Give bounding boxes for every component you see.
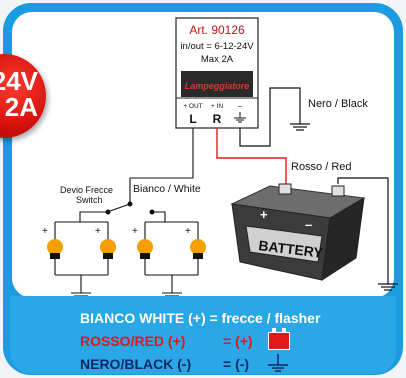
white-wire	[129, 128, 194, 202]
badge-current: 2A	[4, 92, 38, 122]
legend-white-line: BIANCO WHITE (+) = frecce / flasher	[80, 310, 321, 326]
terminal-label-ground: –	[238, 103, 242, 110]
bianco-white-label: Bianco / White	[133, 183, 201, 195]
terminal-l: L	[189, 112, 196, 126]
inout-voltage: in/out = 6-12-24V	[180, 41, 254, 52]
battery-label: BATTERY	[258, 237, 325, 261]
module-display	[181, 71, 253, 97]
bulb-icon	[137, 239, 153, 259]
max-current: Max 2A	[201, 54, 234, 65]
bulb-icon	[100, 239, 116, 259]
legend-black-left: NERO/BLACK (-)	[80, 356, 192, 372]
battery-illustration	[230, 183, 366, 282]
black-wire	[239, 87, 310, 147]
battery-minus-label: –	[305, 217, 312, 232]
battery-positive-icon	[268, 328, 290, 350]
terminal-label-out: + OUT	[183, 103, 202, 110]
legend-red-right: = (+)	[223, 333, 253, 349]
legend-panel: BIANCO WHITE (+) = frecce / flasher ROSS…	[10, 296, 396, 374]
legend-black-right: = (-)	[223, 356, 250, 372]
legend-red-left: ROSSO/RED (+)	[80, 333, 186, 349]
rosso-red-label: Rosso / Red	[291, 161, 352, 173]
terminal-label-in: + IN	[211, 103, 223, 110]
switch-label: Switch	[76, 195, 103, 205]
bulb-plus-1: +	[42, 226, 48, 237]
battery-ground-wire	[337, 177, 398, 291]
battery-plus-label: +	[260, 207, 268, 222]
display-text: Lampeggiatore	[185, 81, 250, 91]
red-wire	[216, 128, 287, 184]
bulb-icon	[47, 239, 63, 259]
nero-black-label: Nero / Black	[308, 98, 368, 110]
bulb-plus-2: +	[95, 226, 101, 237]
ground-icon	[268, 354, 288, 372]
bulb-plus-4: +	[185, 226, 191, 237]
turn-signal-switch	[79, 201, 166, 222]
battery-negative-terminal	[331, 185, 345, 197]
terminal-r: R	[213, 112, 222, 126]
article-number: Art. 90126	[189, 23, 245, 37]
flasher-module: Art. 90126 in/out = 6-12-24V Max 2A Lamp…	[175, 17, 259, 129]
bulb-icon	[190, 239, 206, 259]
battery-positive-terminal	[278, 183, 292, 195]
badge-voltage: 24V	[0, 66, 38, 96]
terminal-ground-icon	[234, 112, 246, 123]
bulb-plus-3: +	[132, 226, 138, 237]
devio-frecce-label: Devio Frecce	[60, 185, 113, 195]
